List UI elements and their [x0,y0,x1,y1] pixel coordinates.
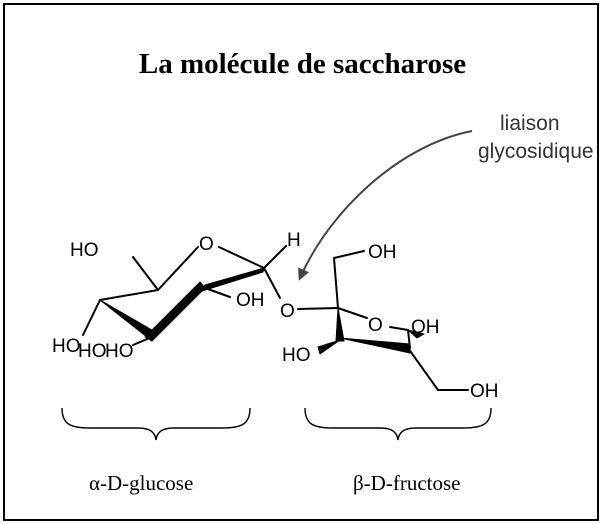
glucose-ho-bottom: HO [105,341,134,362]
bond-annotation: liaison glycosidique [478,110,594,166]
glucose-ring-oxygen: O [199,234,214,255]
fructose-ring-oxygen: O [368,315,383,336]
fructose-oh-bottom: OH [470,381,499,402]
glucose-anomeric-h: H [287,230,301,251]
glucose-ho-top: HO [70,240,99,261]
fructose-oh-right: OH [411,317,440,338]
glucose-ho-low-left: HO [78,341,107,362]
diagram-title: La molécule de saccharose [138,48,467,80]
fructose-caption: β-D-fructose [353,471,461,495]
glycosidic-oxygen: O [280,301,295,322]
glucose-caption: α-D-glucose [89,471,194,495]
fructose-brace [304,407,492,441]
diagram-frame [3,3,599,521]
annotation-line-2: glycosidique [478,140,594,163]
glucose-ring [82,245,287,346]
annotation-line-1: liaison [500,112,560,135]
glucose-brace [61,407,251,441]
annotation-arrow [298,130,473,281]
fructose-ho-left: HO [282,345,311,366]
fructose-oh-top: OH [368,242,397,263]
glucose-ho-left: HO [52,336,81,357]
glucose-oh: OH [236,290,265,311]
fructose-ring [297,250,469,391]
